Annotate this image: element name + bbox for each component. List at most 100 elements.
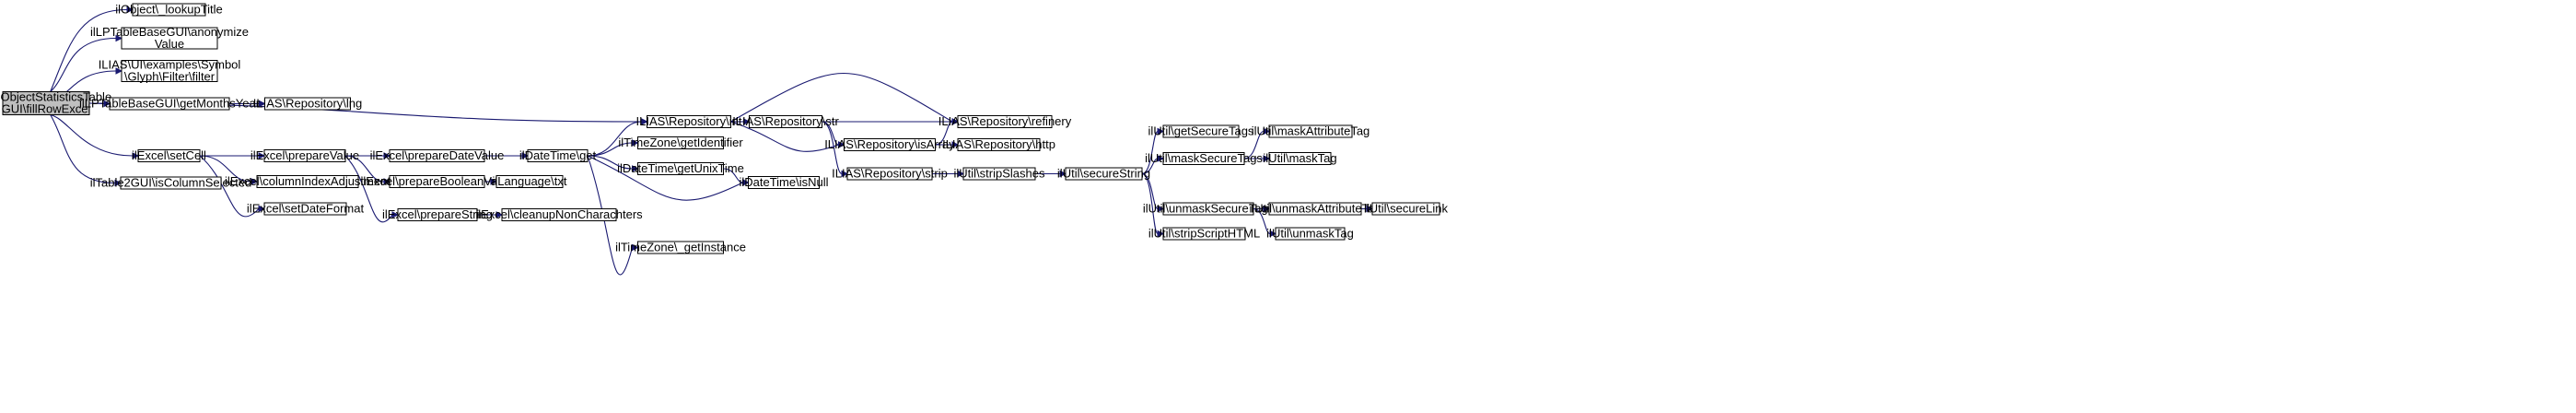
node-secure-string[interactable]: ilUtil\secureString — [1057, 167, 1150, 181]
edge-line — [1253, 207, 1271, 235]
edge-line — [730, 121, 839, 152]
node-prepare-date-value[interactable]: ilExcel\prepareDateValue — [370, 148, 505, 162]
node-box — [389, 175, 485, 188]
node-refinery[interactable]: ILIAS\Repository\refinery — [938, 114, 1072, 128]
node-column-index[interactable]: ilExcel\columnIndexAdjustment — [225, 174, 390, 188]
edge-arrowhead — [1269, 230, 1277, 238]
node-box — [263, 149, 346, 162]
node-label: ILIAS\UI\examples\Symbol — [99, 58, 241, 72]
node-get-identifier[interactable]: ilTimeZone\getIdentifier — [618, 136, 743, 149]
node-box — [389, 149, 485, 162]
node-label: ilUtil\maskTag — [1263, 151, 1336, 165]
node-strip-slashes[interactable]: ilUtil\stripSlashes — [954, 167, 1045, 181]
node-is-array[interactable]: ILIAS\Repository\isArray — [824, 137, 955, 151]
node-label: ilExcel\prepareValue — [251, 148, 359, 162]
node-label: ilUtil\stripScriptHTML — [1148, 227, 1260, 241]
edge-arrowhead — [383, 152, 391, 159]
node-get-secure-tags[interactable]: ilUtil\getSecureTags — [1148, 124, 1254, 138]
node-label: ilLanguage\txt — [493, 174, 567, 188]
node-box — [844, 138, 936, 151]
edge-line — [1243, 130, 1265, 159]
edge-prepareString-to-cleanup — [477, 211, 504, 218]
node-strip-script-h-t-m-l[interactable]: ilUtil\stripScriptHTML — [1148, 227, 1260, 241]
node-prepare-value[interactable]: ilExcel\prepareValue — [251, 148, 359, 162]
node-get-unix-time[interactable]: ilDateTime\getUnixTime — [617, 161, 744, 175]
node-get-instance[interactable]: ilTimeZone\_getInstance — [615, 241, 746, 254]
edge-arrowhead — [1366, 205, 1374, 213]
node-label: ILIAS\Repository\http — [942, 137, 1055, 151]
edge-arrowhead — [1263, 127, 1271, 136]
node-unmask-secure-tags[interactable]: ilUtil\unmaskSecureTags — [1143, 202, 1275, 216]
node-http[interactable]: ILIAS\Repository\http — [942, 137, 1055, 151]
node-label: ilDateTime\getUnixTime — [617, 161, 744, 175]
node-box — [120, 176, 222, 190]
edge-line — [50, 8, 128, 92]
edge-setCell-to-setDateFormat — [199, 155, 266, 218]
node-cleanup[interactable]: ilExcel\cleanupNonCharachters — [475, 207, 643, 221]
edge-secureString-to-getSecureTags — [1141, 127, 1165, 175]
node-mask-attribute-tag[interactable]: ilUtil\maskAttributeTag — [1252, 124, 1370, 138]
node-label: Value — [155, 37, 184, 51]
node-box — [1065, 167, 1143, 181]
node-box — [1268, 202, 1362, 216]
node-int[interactable]: ILIAS\Repository\int — [636, 114, 742, 128]
edge-arrowhead — [1059, 170, 1067, 178]
edge-isArray-to-refinery — [935, 118, 960, 146]
node-unmask-attribute-tag[interactable]: ilUtil\unmaskAttributeTag — [1249, 202, 1381, 216]
edge-line — [199, 155, 252, 183]
node-label: ilExcel\prepareString — [382, 207, 493, 221]
edge-arrowhead — [1157, 230, 1165, 238]
node-is-null[interactable]: ilDateTime\isNull — [739, 175, 829, 189]
node-box — [1162, 202, 1254, 216]
node-box — [132, 3, 206, 17]
node-root[interactable]: ilLPObjectStatisticsTableGUI\fillRowExce… — [0, 90, 111, 116]
edge-prepareValue-to-prepareString — [344, 155, 400, 223]
node-mask-secure-tags[interactable]: ilUtil\maskSecureTags — [1145, 151, 1263, 165]
node-strip[interactable]: ILIAS\Repository\strip — [832, 167, 948, 181]
edge-arrowhead — [838, 141, 845, 148]
node-box — [957, 138, 1041, 151]
edge-line — [723, 168, 743, 183]
node-lookup-title[interactable]: ilObject\_lookupTitle — [115, 3, 223, 17]
node-label: ilUtil\unmaskAttributeTag — [1249, 202, 1381, 216]
node-get-months-year[interactable]: ilLPTableBaseGUI\getMonthsYear — [79, 97, 261, 111]
edge-arrowhead — [490, 178, 498, 185]
node-box — [397, 208, 478, 221]
node-set-cell[interactable]: ilExcel\setCell — [132, 148, 206, 162]
edge-secureString-to-stripScriptHTML — [1141, 172, 1165, 238]
node-lng[interactable]: ILIAS\Repository\lng — [253, 97, 363, 111]
node-symbol[interactable]: ILIAS\UI\examples\Symbol\Glyph\Filter\fi… — [99, 58, 241, 84]
edge-prepareDateValue-to-get — [484, 152, 530, 159]
node-set-date-format[interactable]: ilExcel\setDateFormat — [247, 202, 365, 216]
edge-getUnixTime-to-isNull — [723, 168, 750, 186]
edge-arrowhead — [632, 139, 639, 147]
node-unmask-tag[interactable]: ilUtil\unmaskTag — [1266, 227, 1354, 241]
edge-line — [587, 142, 633, 157]
edge-prepareBoolean-to-txt — [484, 178, 498, 185]
edge-line — [199, 155, 260, 218]
edge-arrowhead — [841, 170, 849, 178]
edge-arrowhead — [495, 211, 504, 218]
edge-strip-to-stripSlashes — [932, 170, 965, 178]
node-label: ilLPTableBaseGUI\anonymize — [90, 25, 249, 39]
node-label: ilLPTableBaseGUI\getMonthsYear — [79, 97, 261, 111]
node-label: ilExcel\cleanupNonCharachters — [475, 207, 643, 221]
node-mask-tag[interactable]: ilUtil\maskTag — [1263, 151, 1337, 165]
node-get[interactable]: ilDateTime\get — [519, 148, 597, 162]
edge-getMonthsYear-to-lng — [228, 100, 266, 108]
edge-line — [587, 155, 633, 170]
node-is-column-selected[interactable]: ilTable2GUI\isColumnSelected — [90, 176, 252, 190]
node-prepare-boolean[interactable]: ilExcel\prepareBooleanValue — [361, 174, 514, 188]
node-str[interactable]: ILIAS\Repository\str — [732, 114, 839, 128]
edge-root-to-setCell — [50, 113, 140, 159]
edge-setCell-to-columnIndex — [199, 155, 259, 185]
node-label: ilExcel\columnIndexAdjustment — [225, 174, 390, 188]
node-box — [527, 149, 589, 162]
node-box — [1268, 124, 1353, 138]
edge-arrowhead — [521, 152, 530, 159]
node-secure-link[interactable]: ilUtil\secureLink — [1364, 202, 1449, 216]
node-txt[interactable]: ilLanguage\txt — [493, 174, 567, 188]
node-prepare-string[interactable]: ilExcel\prepareString — [382, 207, 493, 221]
